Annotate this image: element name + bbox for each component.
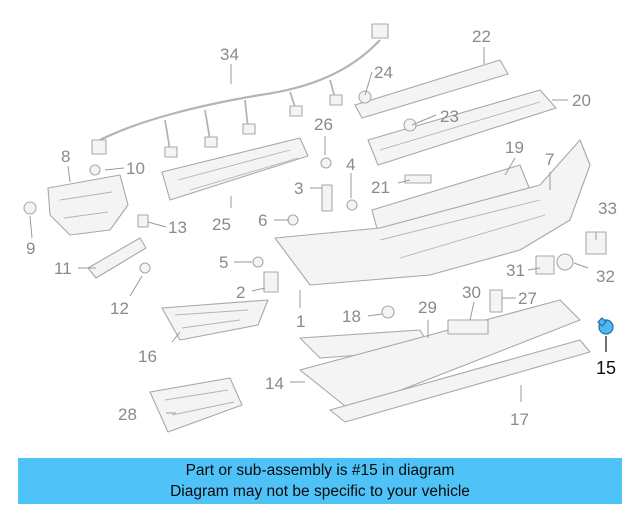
callout-26: 26 xyxy=(314,115,333,134)
exploded-parts-diagram: 1 2 3 4 5 6 7 8 9 10 11 12 13 14 15 16 1… xyxy=(23,23,617,433)
callout-20: 20 xyxy=(572,91,591,110)
callout-17: 17 xyxy=(510,410,529,429)
callout-29: 29 xyxy=(418,298,437,317)
callout-6: 6 xyxy=(258,211,267,230)
part-28-lower-bracket xyxy=(149,377,243,433)
callout-4: 4 xyxy=(346,155,355,174)
part-20-impact-bar xyxy=(367,89,557,166)
callout-14: 14 xyxy=(265,374,284,393)
part-11-guide-bracket xyxy=(87,237,147,279)
callout-1: 1 xyxy=(296,312,305,331)
caption-banner: Part or sub-assembly is #15 in diagram D… xyxy=(18,458,622,504)
callout-27: 27 xyxy=(518,289,537,308)
callout-19: 19 xyxy=(505,138,524,157)
part-22-upper-bracket xyxy=(354,59,509,119)
leader-lines xyxy=(29,47,597,414)
callout-16: 16 xyxy=(138,347,157,366)
small-fasteners xyxy=(23,90,607,335)
callout-13: 13 xyxy=(168,218,187,237)
callout-28: 28 xyxy=(118,405,137,424)
callout-3: 3 xyxy=(294,179,303,198)
callout-32: 32 xyxy=(596,267,615,286)
callout-9: 9 xyxy=(26,239,35,258)
callout-5: 5 xyxy=(219,253,228,272)
callout-31: 31 xyxy=(506,261,525,280)
callout-30: 30 xyxy=(462,283,481,302)
caption-line-2: Diagram may not be specific to your vehi… xyxy=(170,483,470,500)
callout-22: 22 xyxy=(472,27,491,46)
callout-11: 11 xyxy=(54,259,72,278)
callout-34: 34 xyxy=(220,45,239,64)
callout-10: 10 xyxy=(126,159,145,178)
callout-labels: 1 2 3 4 5 6 7 8 9 10 11 12 13 14 15 16 1… xyxy=(26,27,617,429)
callout-23: 23 xyxy=(440,107,459,126)
callout-8: 8 xyxy=(61,147,70,166)
part-25-energy-absorber xyxy=(161,137,309,201)
part-17-spoiler xyxy=(329,339,591,423)
callout-33: 33 xyxy=(598,199,617,218)
part-8-side-bracket xyxy=(47,174,129,236)
callout-18: 18 xyxy=(342,307,361,326)
callout-15-highlighted: 15 xyxy=(596,358,616,378)
part-15-highlighted-fastener[interactable] xyxy=(597,317,614,352)
callout-21: 21 xyxy=(371,178,390,197)
caption-line-1: Part or sub-assembly is #15 in diagram xyxy=(185,462,455,479)
callout-12: 12 xyxy=(110,299,129,318)
callout-2: 2 xyxy=(236,283,245,302)
callout-25: 25 xyxy=(212,215,231,234)
part-34-wiring-harness xyxy=(91,23,389,158)
part-1-bumper-cover xyxy=(274,139,591,286)
callout-24: 24 xyxy=(374,63,393,82)
callout-7: 7 xyxy=(545,150,554,169)
